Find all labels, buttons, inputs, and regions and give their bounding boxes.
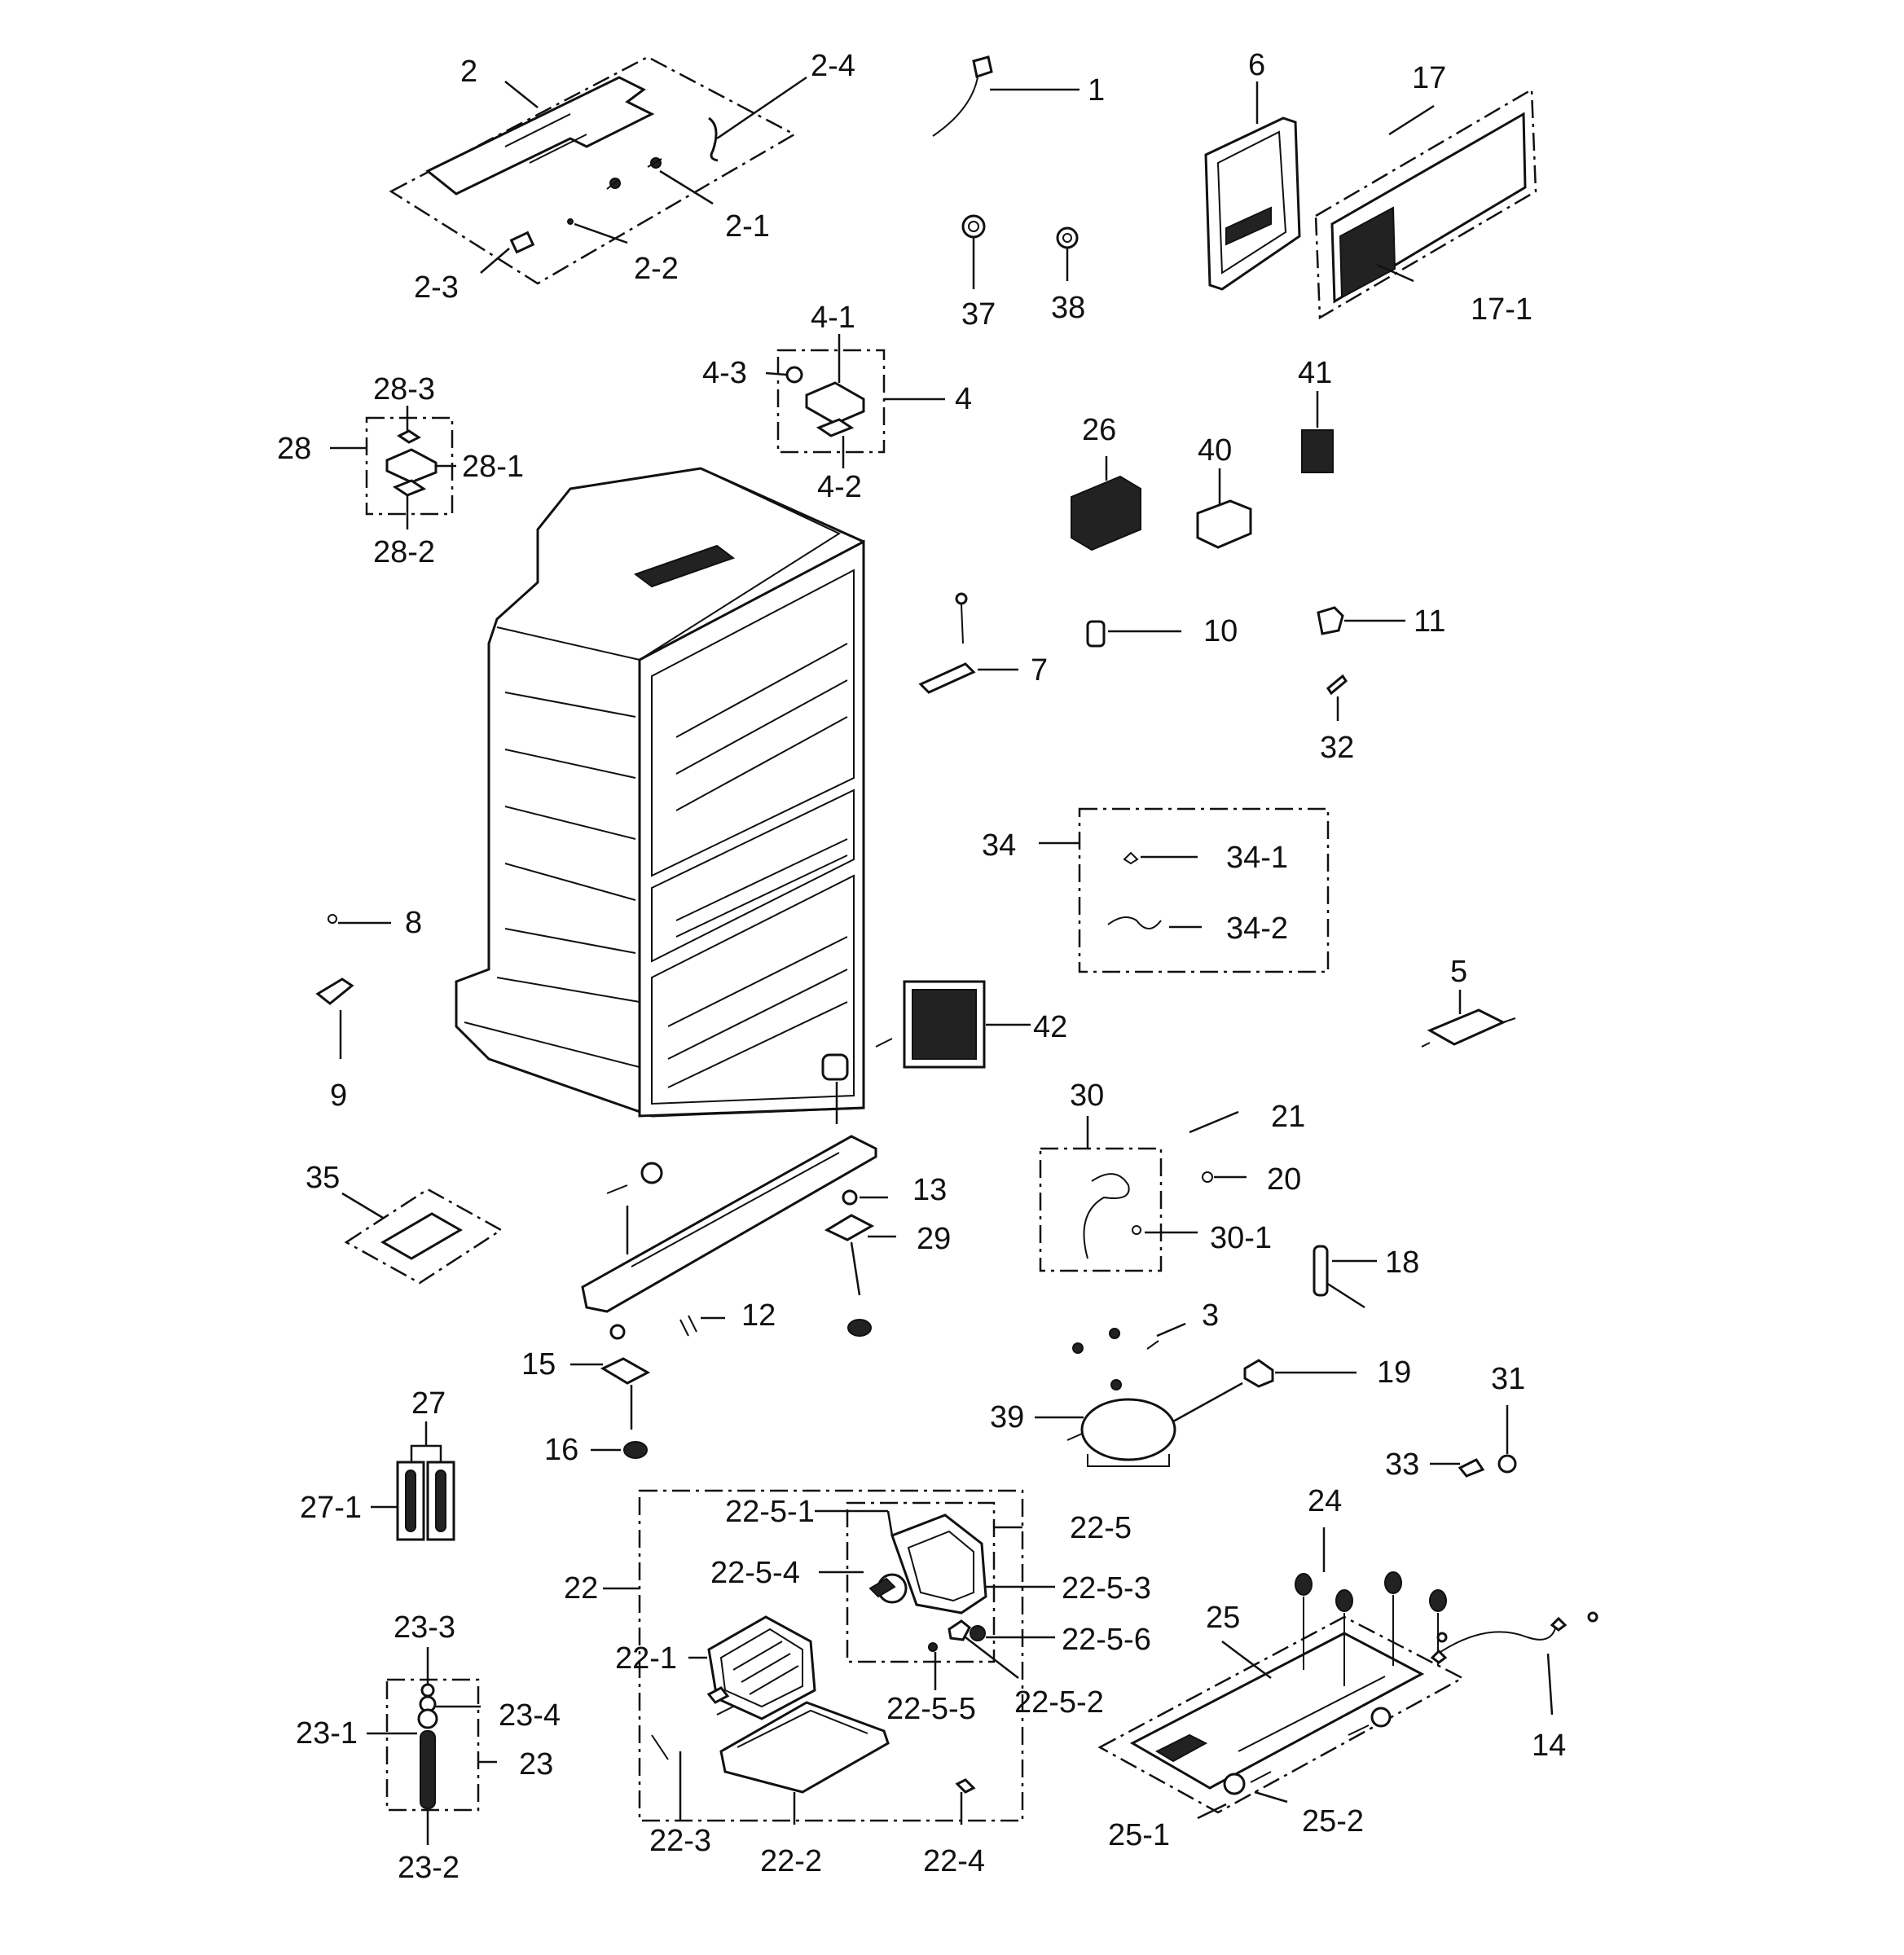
- label-29: 29: [917, 1222, 951, 1256]
- part-4-hinge-assembly: [765, 334, 945, 468]
- label-39: 39: [990, 1400, 1024, 1434]
- label-42: 42: [1033, 1010, 1067, 1044]
- label-22-3: 22-3: [649, 1824, 711, 1858]
- part-31-33-small-parts: [1430, 1405, 1517, 1478]
- label-19: 19: [1377, 1355, 1411, 1390]
- label-10: 10: [1203, 614, 1238, 648]
- part-39-compressor: [1035, 1322, 1357, 1467]
- label-4-3: 4-3: [702, 356, 747, 390]
- label-31: 31: [1491, 1362, 1525, 1396]
- label-28: 28: [277, 432, 311, 466]
- label-34-1: 34-1: [1226, 841, 1288, 875]
- label-22-1: 22-1: [615, 1641, 677, 1676]
- label-30-1: 30-1: [1210, 1221, 1272, 1255]
- label-27: 27: [411, 1386, 446, 1421]
- part-10-11-32-7-small-parts: [918, 592, 1405, 721]
- label-4: 4: [955, 382, 972, 416]
- label-22-5: 22-5: [1070, 1511, 1132, 1545]
- part-42-grille: [903, 980, 1031, 1069]
- label-24: 24: [1308, 1484, 1342, 1518]
- leg-assembly: [570, 1038, 896, 1459]
- part-1-sensor-wire: [932, 55, 1080, 137]
- label-2-1: 2-1: [725, 209, 770, 244]
- label-28-1: 28-1: [462, 450, 524, 484]
- label-22-2: 22-2: [760, 1844, 822, 1878]
- label-34: 34: [982, 828, 1016, 863]
- label-2-4: 2-4: [811, 49, 855, 83]
- label-25-2: 25-2: [1302, 1804, 1364, 1839]
- label-37: 37: [961, 297, 996, 332]
- part-5-terminal-block: [1421, 990, 1516, 1048]
- label-23-3: 23-3: [394, 1610, 455, 1645]
- part-30-wire-assembly: [1039, 1110, 1247, 1272]
- label-30: 30: [1070, 1079, 1104, 1113]
- part-17-evaporator-cover: [1314, 87, 1537, 320]
- label-22-5-5: 22-5-5: [886, 1692, 976, 1726]
- label-16: 16: [544, 1433, 578, 1467]
- part-23-valve-assembly: [367, 1647, 497, 1845]
- label-22-5-4: 22-5-4: [710, 1556, 800, 1590]
- label-17: 17: [1412, 61, 1446, 95]
- label-23-2: 23-2: [398, 1851, 460, 1885]
- label-21: 21: [1271, 1100, 1305, 1134]
- part-37-38-grommets: [961, 214, 1079, 289]
- label-28-3: 28-3: [373, 372, 435, 406]
- label-33: 33: [1385, 1448, 1419, 1482]
- label-20: 20: [1267, 1162, 1301, 1197]
- part-labels: 2 2-4 2-1 2-2 2-3 1 6 17 17-1 37 38 4-1 …: [277, 48, 1566, 1885]
- label-23-4: 23-4: [499, 1698, 561, 1733]
- label-6: 6: [1248, 48, 1265, 82]
- part-6-cover-panel: [1204, 81, 1301, 291]
- label-25-1: 25-1: [1108, 1818, 1170, 1852]
- part-22-machine-compartment: [603, 1489, 1055, 1825]
- label-4-1: 4-1: [811, 301, 855, 335]
- label-22-5-3: 22-5-3: [1062, 1571, 1151, 1606]
- part-25-base-plate: [1097, 1527, 1598, 1820]
- label-13: 13: [912, 1173, 947, 1207]
- label-38: 38: [1051, 291, 1085, 325]
- part-2-top-bracket: [389, 55, 807, 285]
- label-26: 26: [1082, 413, 1116, 447]
- label-2-3: 2-3: [414, 270, 459, 305]
- label-35: 35: [306, 1161, 340, 1195]
- part-18-rod: [1313, 1245, 1377, 1309]
- label-2: 2: [460, 55, 477, 89]
- label-14: 14: [1532, 1729, 1566, 1763]
- label-8: 8: [405, 906, 422, 940]
- part-27-tube-set: [371, 1421, 455, 1541]
- label-41: 41: [1298, 356, 1332, 390]
- part-35-bracket-plate: [341, 1188, 503, 1285]
- label-23-1: 23-1: [296, 1716, 358, 1751]
- label-3: 3: [1202, 1298, 1219, 1333]
- label-18: 18: [1385, 1245, 1419, 1280]
- label-22-5-6: 22-5-6: [1062, 1623, 1151, 1657]
- label-4-2: 4-2: [817, 470, 862, 504]
- label-22: 22: [564, 1571, 598, 1606]
- label-7: 7: [1031, 653, 1048, 688]
- label-40: 40: [1198, 433, 1232, 468]
- label-32: 32: [1320, 731, 1354, 765]
- label-34-2: 34-2: [1226, 912, 1288, 946]
- label-17-1: 17-1: [1471, 292, 1532, 327]
- label-22-4: 22-4: [923, 1844, 985, 1878]
- label-9: 9: [330, 1079, 347, 1113]
- part-8-9-bracket: [315, 914, 391, 1059]
- label-27-1: 27-1: [300, 1491, 362, 1525]
- label-22-5-1: 22-5-1: [725, 1495, 815, 1529]
- refrigerator-cabinet: [455, 467, 865, 1118]
- label-23: 23: [519, 1747, 553, 1781]
- label-5: 5: [1450, 955, 1467, 989]
- label-15: 15: [521, 1347, 556, 1382]
- label-12: 12: [741, 1298, 776, 1333]
- label-22-5-2: 22-5-2: [1014, 1685, 1104, 1720]
- part-28-hinge-assembly: [330, 406, 456, 529]
- label-2-2: 2-2: [634, 252, 679, 286]
- part-26-40-41-pcbs: [1071, 391, 1334, 551]
- label-11: 11: [1414, 604, 1445, 639]
- label-25: 25: [1206, 1601, 1240, 1635]
- label-1: 1: [1088, 73, 1105, 108]
- part-34-wire-harness: [1039, 807, 1330, 973]
- label-28-2: 28-2: [373, 535, 435, 569]
